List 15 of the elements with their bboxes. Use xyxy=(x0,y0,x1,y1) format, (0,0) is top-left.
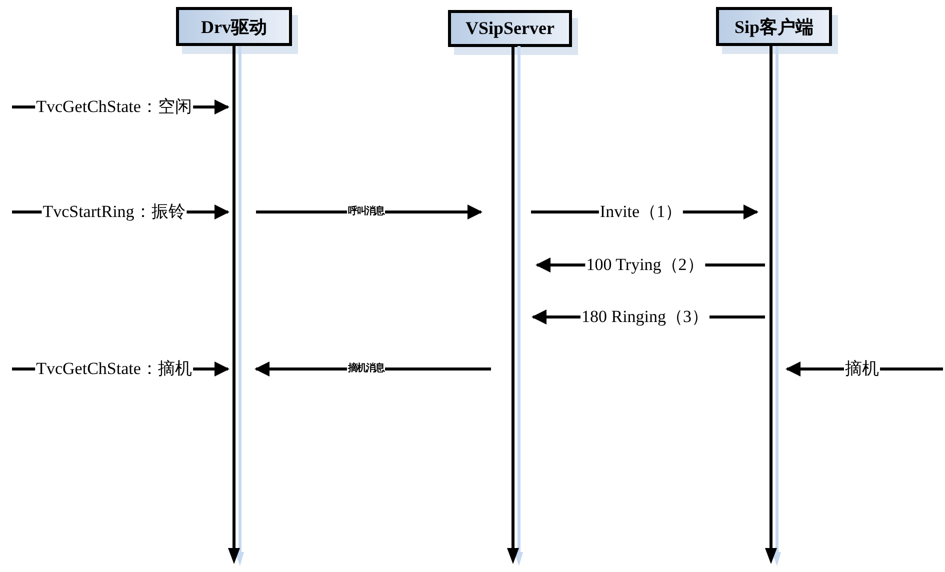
edge-label: 呼叫消息 xyxy=(347,206,385,218)
edge-label: 摘机 xyxy=(844,359,880,379)
edge-label: TvcGetChState：空闲 xyxy=(35,97,193,117)
edge-label: TvcStartRing：振铃 xyxy=(42,202,186,222)
participant-box: Drv驱动 xyxy=(176,7,292,46)
edge-label: 180 Ringing（3） xyxy=(580,307,710,327)
lifeline xyxy=(765,46,781,566)
participant-box: Sip客户端 xyxy=(716,7,832,46)
lifeline xyxy=(228,46,244,566)
edge-label: 摘机消息 xyxy=(347,363,385,375)
lifeline xyxy=(507,46,523,566)
message-arrow xyxy=(254,362,491,376)
edge-label: Invite（1） xyxy=(598,202,684,222)
edge-label: TvcGetChState：摘机 xyxy=(35,359,193,379)
participant-box: VSipServer xyxy=(448,10,572,47)
